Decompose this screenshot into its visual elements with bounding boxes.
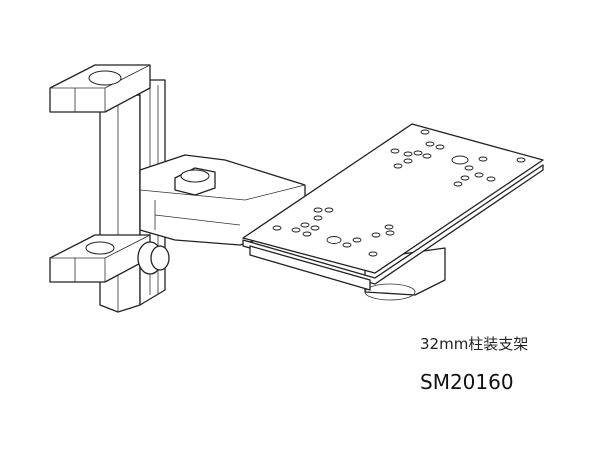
mounting-plate [242,123,544,291]
bottom-clamp [49,234,151,283]
product-model-number: SM20160 [420,370,514,394]
arm [139,154,306,246]
top-clamp [49,64,151,113]
knob [137,241,170,275]
product-description: 32mm柱装支架 [420,335,529,353]
